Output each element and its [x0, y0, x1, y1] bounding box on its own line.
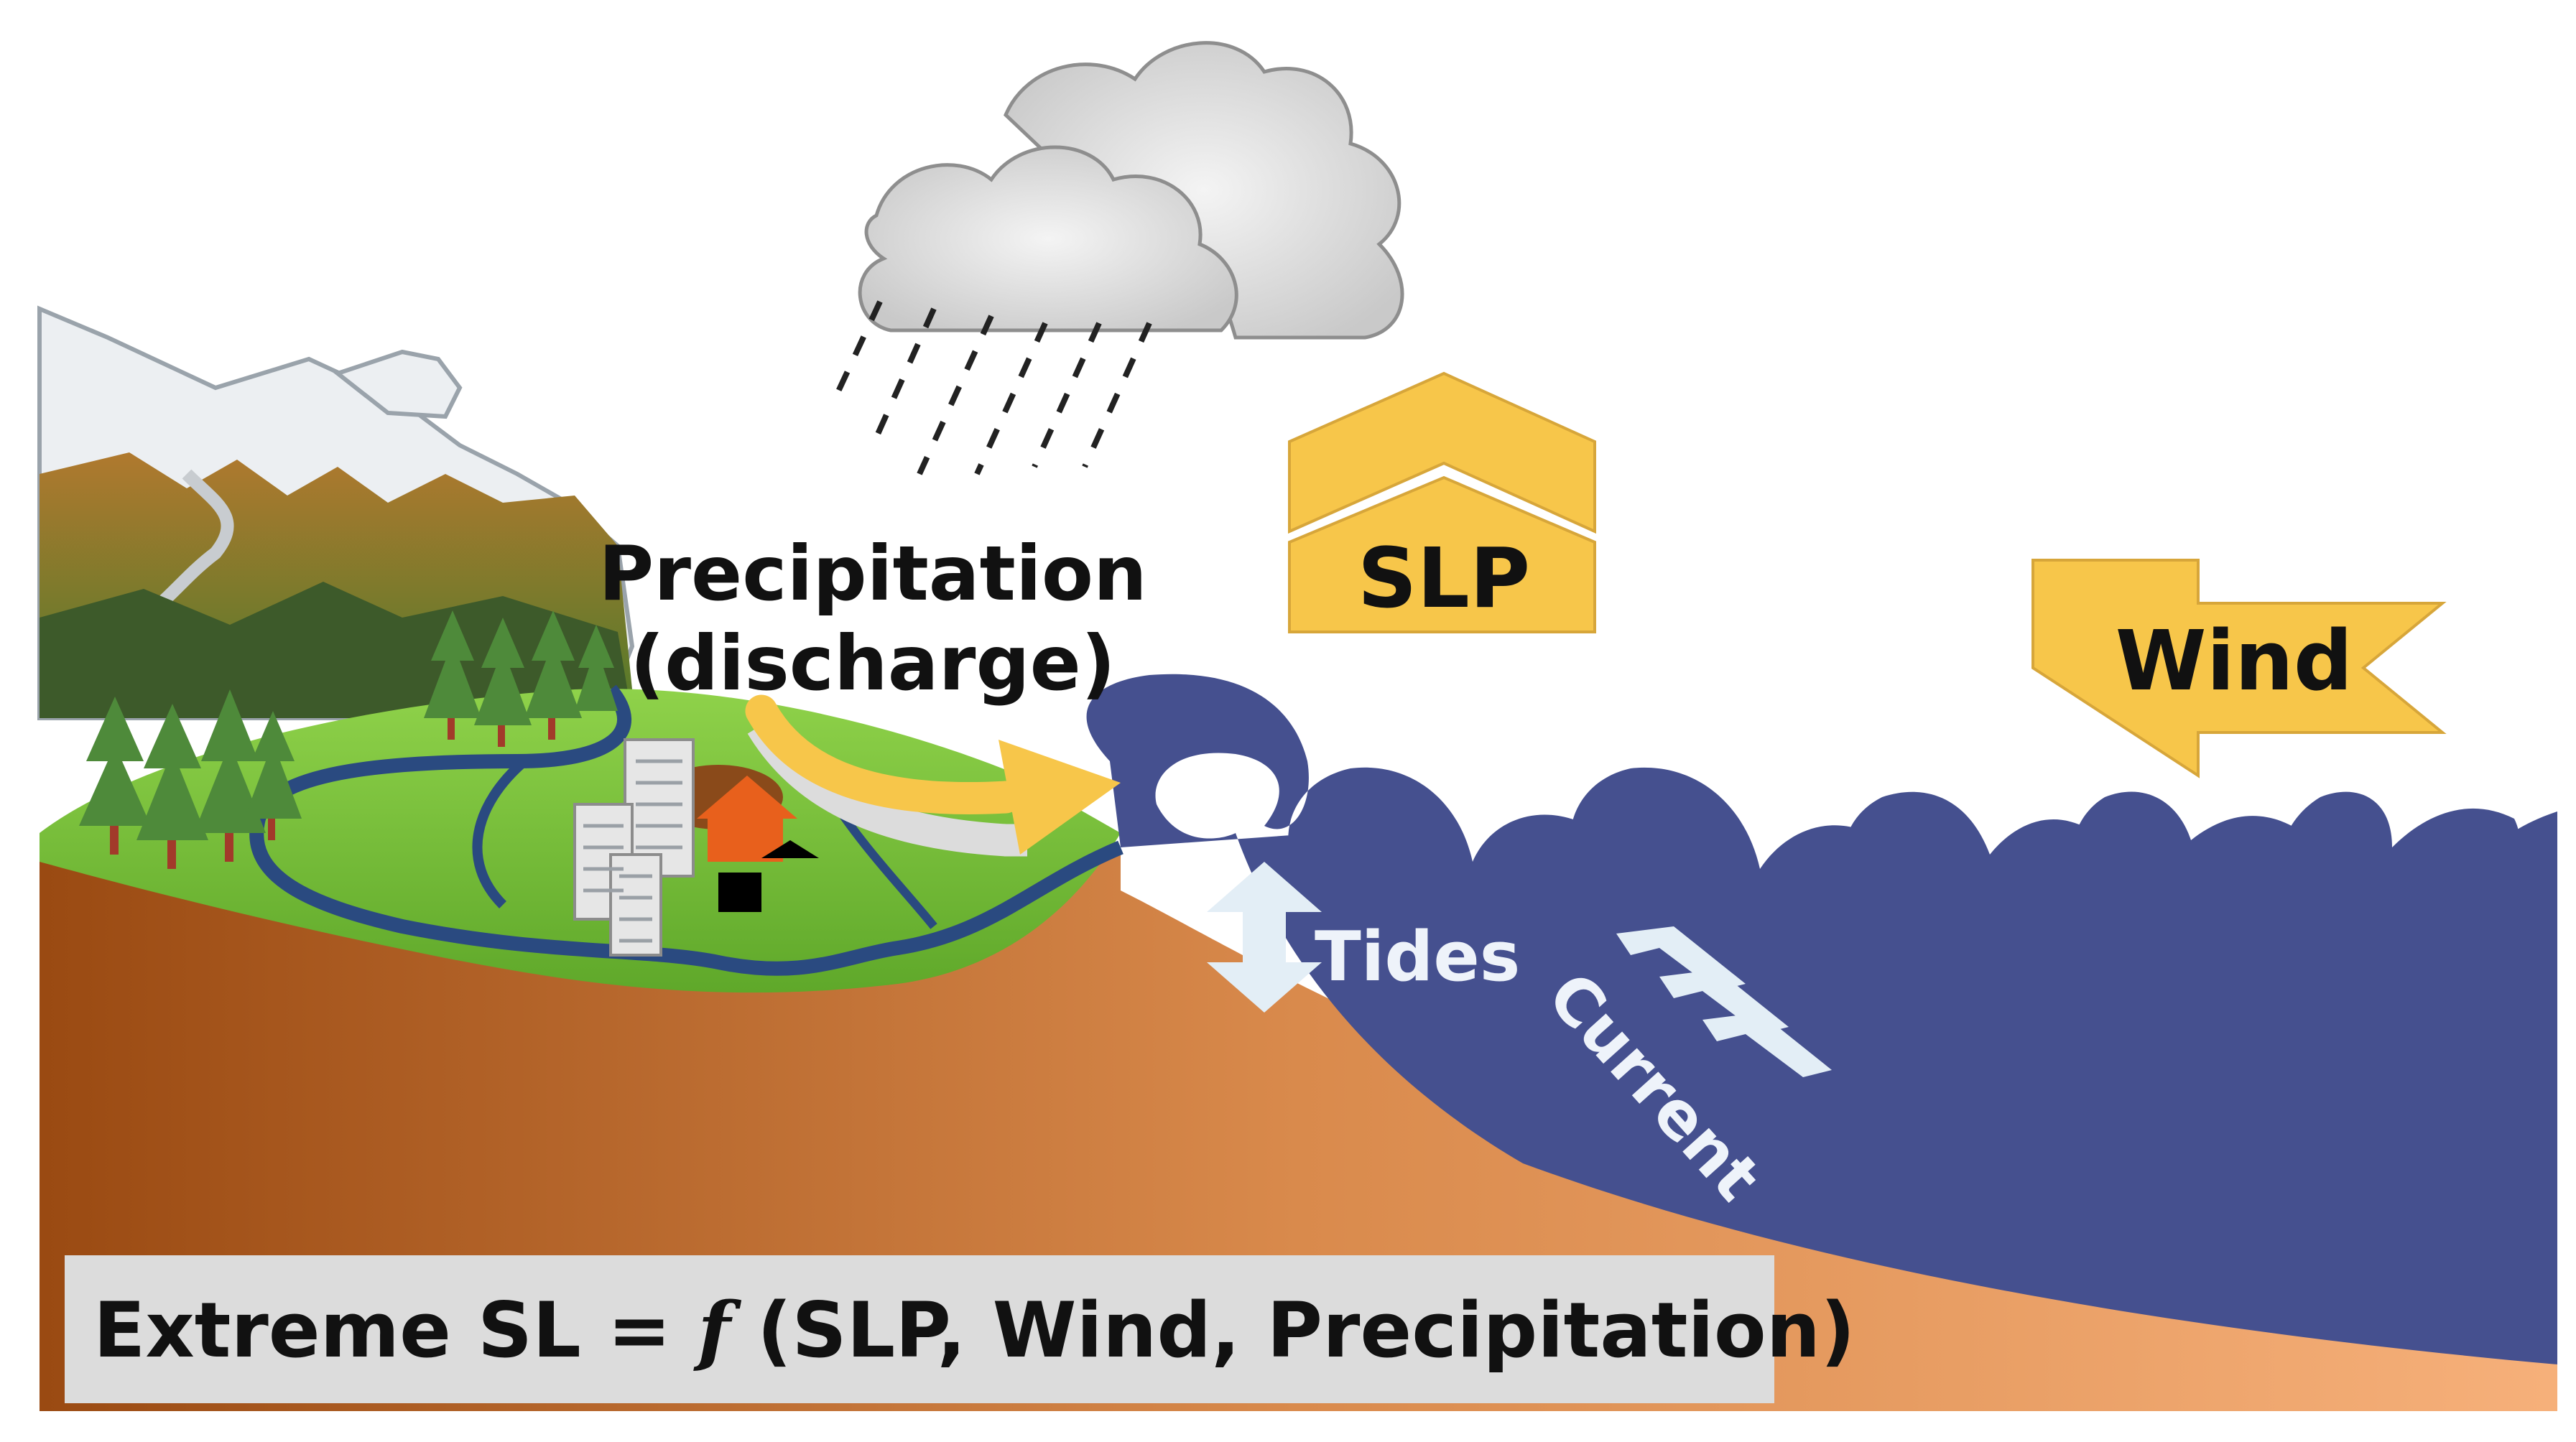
tides-label: Tides — [1315, 918, 1520, 997]
tree-trunks — [110, 718, 555, 869]
current-chevrons — [1616, 926, 1832, 1077]
mountain-range — [37, 305, 635, 720]
formula-left: Extreme SL = — [93, 1285, 698, 1374]
precipitation-label-line2: (discharge) — [630, 620, 1116, 707]
building-windows — [583, 759, 682, 943]
rain-clouds — [858, 41, 1404, 340]
discharge-arrow — [745, 694, 1121, 857]
wind-label: Wind — [2116, 613, 2353, 710]
ocean-waves — [1086, 674, 2557, 1364]
formula-box: Extreme SL = f (SLP, Wind, Precipitation… — [65, 1255, 1855, 1403]
wind-arrow — [2031, 559, 2447, 778]
precipitation-label-line1: Precipitation — [598, 530, 1146, 618]
house — [697, 776, 819, 912]
formula-right: (SLP, Wind, Precipitation) — [730, 1285, 1855, 1374]
rain-drops — [830, 300, 1152, 475]
slp-chevron — [1288, 371, 1596, 633]
slp-label: SLP — [1358, 531, 1530, 627]
formula-function-symbol: f — [698, 1284, 731, 1374]
tides-arrow — [1207, 862, 1322, 1013]
formula-text: Extreme SL = f (SLP, Wind, Precipitation… — [93, 1285, 1855, 1374]
forest-trees — [79, 610, 618, 840]
